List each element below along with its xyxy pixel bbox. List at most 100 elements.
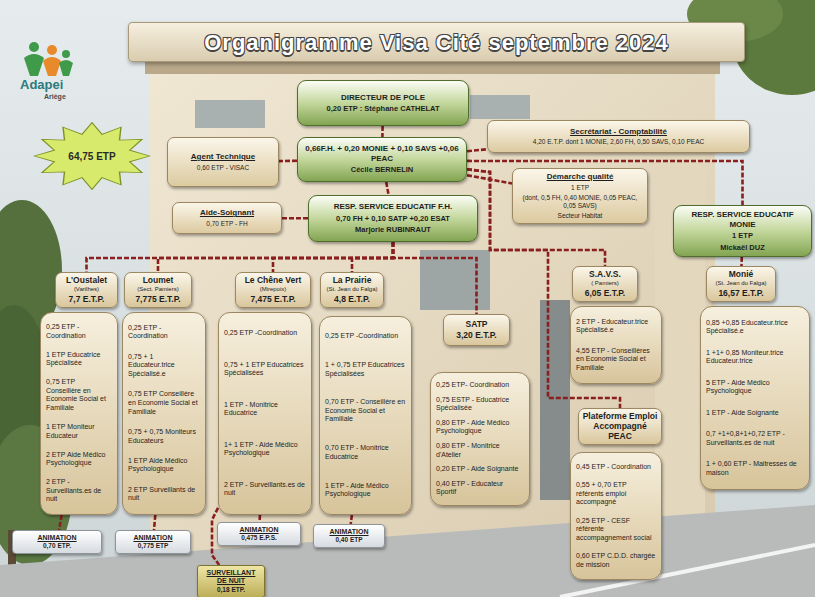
animation-box: ANIMATION0,40 ETP <box>313 524 385 548</box>
staff-item: 0,25 ETP - Coordination <box>128 324 200 341</box>
animation-box: ANIMATION0,475 E.P.S. <box>217 522 301 546</box>
staff-item: 5 ETP - Aide Médico Psychologique <box>706 379 804 396</box>
connector <box>351 515 352 524</box>
animation-text: 0,40 ETP <box>318 536 380 544</box>
role-text: 0,70 FH + 0,10 SATP +0,20 ESAT <box>315 214 471 223</box>
staff-list-box: 2 ETP - Educateur.trice Spécialisé.e4,55… <box>570 306 662 384</box>
staff-list-box: 0,25 ETP -Coordination1 + 0,75 ETP Educa… <box>319 316 412 515</box>
chart-title: Organigramme Visa Cité septembre 2024 <box>128 22 745 62</box>
connector <box>740 257 743 266</box>
unit-text: L'Oustalet <box>58 276 115 286</box>
staff-item: 0,25 ETP -Coordination <box>224 329 306 338</box>
unit-text: Le Chêne Vert <box>238 276 308 286</box>
staff-item: 0,20 ETP - Aide Soignante <box>436 465 524 474</box>
staff-item: 0,75 + 1 Educateur.trice Spécialisé.e <box>128 353 200 379</box>
unit-text: 7,475 E.T.P. <box>238 294 308 304</box>
unit-text: 7,775 E.T.P. <box>127 294 189 304</box>
support-box: Démarche qualité1 ETP(dont, 0,5 FH, 0,40… <box>512 168 648 224</box>
logo-head <box>29 42 39 52</box>
animation-text: 0,775 ETP <box>120 542 186 550</box>
unit-text: (St. Jean du Falga) <box>323 286 381 293</box>
total-text: 64,75 ETP <box>53 151 131 162</box>
staff-list-box: 0,25 ETP -Coordination0,75 + 1 ETP Educa… <box>218 312 312 515</box>
logo-body <box>43 57 61 76</box>
connector <box>258 515 261 522</box>
unit-text: (Mirepoix) <box>238 286 308 293</box>
support-box: Secrétariat - Comptabilité4,20 E.T.P. do… <box>487 120 750 153</box>
unit-text: SATP <box>446 320 507 330</box>
staff-item: 0,25 ETP - Coordination <box>46 323 112 340</box>
unit-text: (St. Jean du Falga) <box>709 280 773 287</box>
staff-item: 1 +1+ 0,85 Moniteur.trice Educateur.tric… <box>706 349 804 366</box>
connector <box>158 242 393 272</box>
animation-text: 0,70 ETP. <box>17 542 97 550</box>
role-text: Cécile BERNELIN <box>304 165 460 174</box>
animation-text: ANIMATION <box>120 534 186 542</box>
night-staff-box: SURVEILLANT DE NUIT0,18 ETP. <box>197 565 265 597</box>
staff-item: 0,60 ETP C.D.D. chargée de mission <box>576 552 656 569</box>
staff-list-box: 0,85 +0,85 Educateur.trice Spécialisé.e1… <box>700 306 810 490</box>
total-starburst: 64,75 ETP <box>33 122 151 190</box>
unit-text: (Varilhes) <box>58 286 115 293</box>
role-text: Mickaël DUZ <box>680 243 805 252</box>
unit-text: S.A.V.S. <box>575 270 635 280</box>
staff-item: 0,75 ETP Conseillère en Economie Social … <box>128 390 200 416</box>
connector <box>381 126 384 137</box>
staff-item: 1 + 0,60 ETP - Maitresses de maison <box>706 460 804 477</box>
building-roof <box>145 62 720 74</box>
unit-text: ( Pamiers) <box>575 280 635 287</box>
support-text: Secrétariat - Comptabilité <box>493 127 744 137</box>
connector <box>87 242 394 272</box>
staff-list-box: 0,25 ETP - Coordination 0,75 + 1 Educateu… <box>122 312 206 515</box>
logo-body <box>59 60 73 76</box>
staff-item: 0,55 + 0,70 ETP référents emploi accompa… <box>576 481 656 507</box>
role-text: RESP. SERVICE EDUCATIF F.H. <box>315 202 471 212</box>
support-box: Agent Technique0,60 ETP - VISAC <box>167 137 279 187</box>
logo-body <box>24 54 44 76</box>
role-text: Marjorie RUBINRAUT <box>315 225 471 234</box>
role-text: RESP. SERVICE EDUCATIF MONIE <box>680 210 805 229</box>
unit-text: Monié <box>709 270 773 280</box>
staff-item: 1 + 0,75 ETP Educatrices Spécialisées <box>325 361 406 378</box>
staff-list-box: 0,25 ETP- Coordination0,75 ESTP - Educat… <box>430 372 530 506</box>
unit-header: La Prairie(St. Jean du Falga)4,8 E.T.P. <box>320 272 384 308</box>
connector <box>59 515 62 530</box>
unit-header: L'Oustalet(Varilhes)7,7 E.T.P. <box>55 272 118 308</box>
connector <box>282 217 308 220</box>
connector <box>393 242 477 314</box>
management-box: RESP. SERVICE EDUCATIF MONIE1 ETPMickaël… <box>673 205 812 257</box>
animation-box: ANIMATION0,70 ETP. <box>12 530 102 554</box>
management-box: 0,66F.H. + 0,20 MONIE + 0,10 SAVS +0,06 … <box>297 137 467 182</box>
unit-header: Loumet(Sect. Pamiers)7,775 E.T.P. <box>124 272 192 308</box>
support-text: Agent Technique <box>173 152 273 162</box>
unit-text: Loumet <box>127 276 189 286</box>
staff-item: 2 ETP - Surveillants.es de nuit <box>224 481 306 498</box>
staff-item: 0,70 ETP - Conseillère en Economie Socia… <box>325 398 406 424</box>
staff-item: 0,45 ETP - Coordination <box>576 463 656 472</box>
unit-text: 4,8 E.T.P. <box>323 294 381 304</box>
staff-item: 2 ETP Aide Médico Psychologique <box>46 451 112 468</box>
logo-text: Adapei <box>20 77 63 92</box>
staff-list-box: 0,25 ETP - Coordination1 ETP Educatrice … <box>40 312 118 515</box>
unit-text: La Prairie <box>323 276 381 286</box>
unit-text: 6,05 E.T.P. <box>575 288 635 298</box>
road <box>0 505 815 597</box>
connector <box>352 242 393 272</box>
unit-text: 16,57 E.T.P. <box>709 288 773 298</box>
staff-item: 0,7 +1+0,8+1+0,72 ETP - Surveillants.es … <box>706 430 804 447</box>
door <box>540 300 570 500</box>
staff-item: 0,40 ETP - Educateur Sportif <box>436 480 524 497</box>
role-text: 0,20 ETP : Stéphane CATHELAT <box>304 104 462 113</box>
night-staff-text: 0,18 ETP. <box>202 586 260 594</box>
animation-text: 0,475 E.P.S. <box>222 534 296 542</box>
role-text: 0,66F.H. + 0,20 MONIE + 0,10 SAVS +0,06 … <box>304 144 460 163</box>
staff-item: 0,75 ESTP - Educatrice Spécialisée <box>436 396 524 413</box>
support-text: 4,20 E.T.P. dont 1 MONIE, 2,60 FH, 0,50 … <box>493 138 744 146</box>
unit-header: Monié(St. Jean du Falga)16,57 E.T.P. <box>706 266 776 302</box>
staff-item: 0,25 ETP - CESF référente accompagnement… <box>576 517 656 543</box>
staff-item: 0,70 ETP - Monitrice Educatrice <box>325 444 406 461</box>
support-text: (dont, 0,5 FH, 0,40 MONIE, 0,05 PEAC, 0,… <box>518 194 642 210</box>
window <box>470 95 530 119</box>
unit-header: SATP3,20 E.T.P. <box>443 314 510 346</box>
